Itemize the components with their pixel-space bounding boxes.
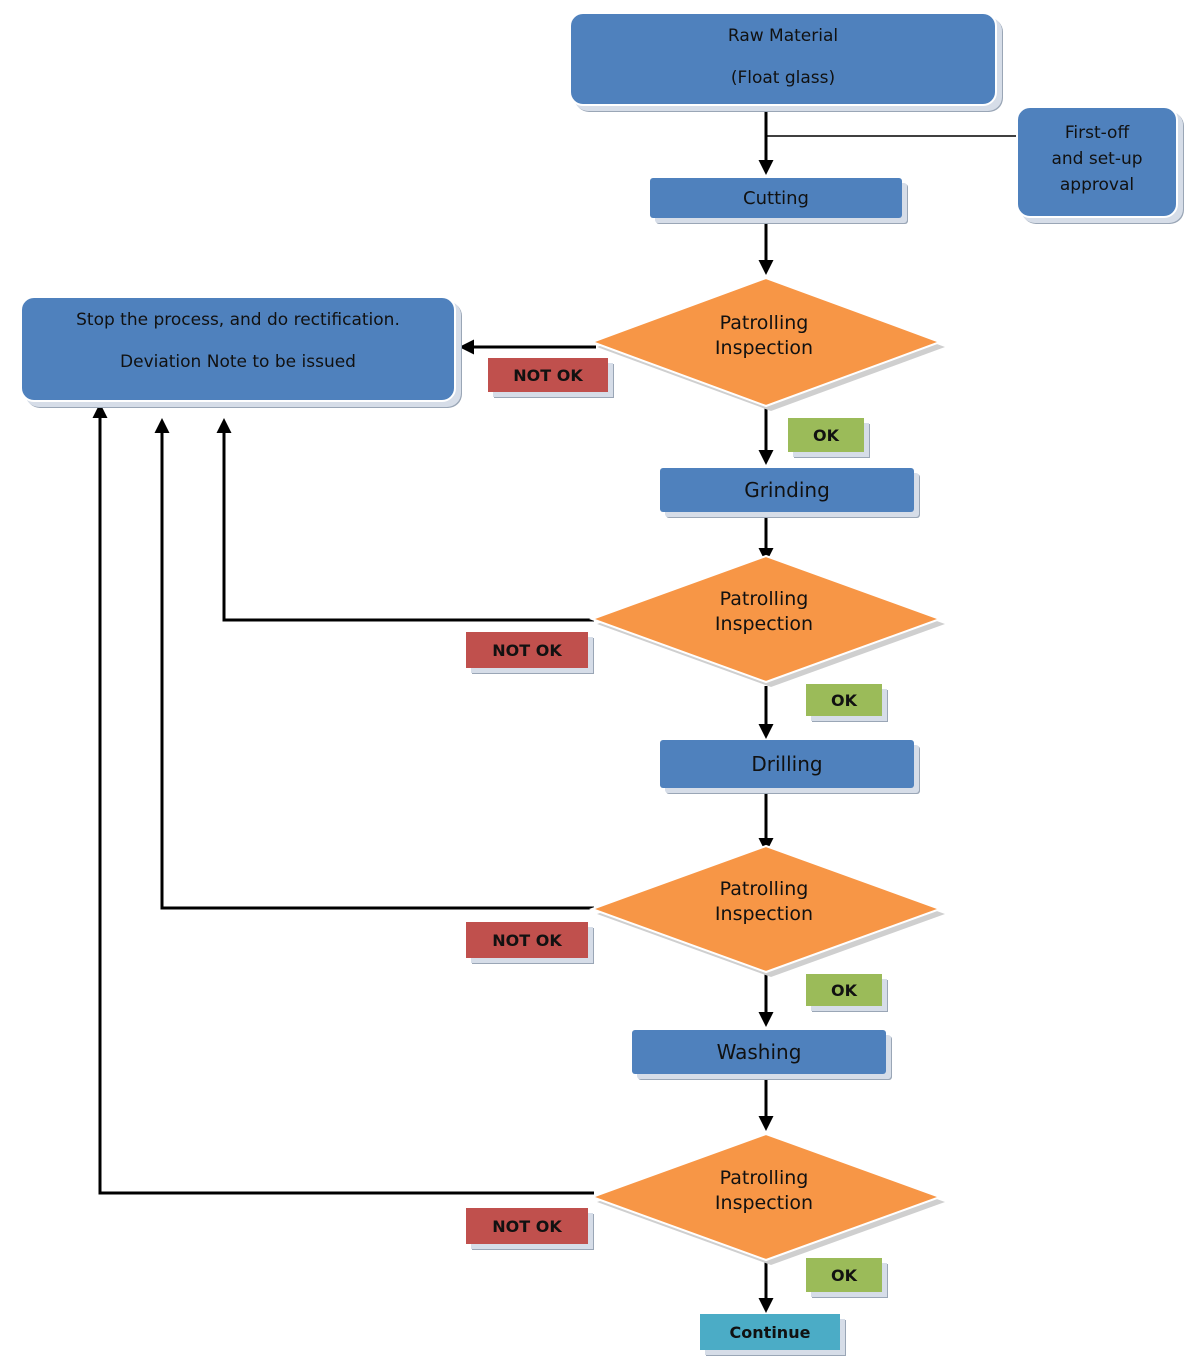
ok-tag: OK (788, 418, 864, 452)
cutting-step: Cutting (650, 178, 902, 218)
first-off-line2: and set-up (1051, 149, 1143, 169)
stop-process-line1: Stop the process, and do rectification. (76, 310, 400, 330)
not-ok-tag: NOT OK (466, 1208, 588, 1244)
inspection-diamond (589, 554, 943, 684)
raw-material-sublabel: (Float glass) (730, 68, 836, 88)
inspection-label-line2: Inspection (714, 337, 814, 359)
ok-tag: OK (806, 1258, 882, 1292)
inspection-label-line2: Inspection (714, 903, 814, 925)
inspection-label-line2: Inspection (714, 1192, 814, 1214)
washing-label: Washing (716, 1040, 802, 1064)
cutting-label: Cutting (743, 187, 809, 209)
first-off-line1: First-off (1064, 123, 1130, 143)
not-ok-tag: NOT OK (466, 632, 588, 668)
drilling-step: Drilling (660, 740, 914, 788)
inspection-diamond (589, 1132, 943, 1262)
inspection-label: Patrolling Inspection (664, 587, 864, 637)
inspection-label-line1: Patrolling (719, 312, 809, 334)
stop-process-box: Stop the process, and do rectification. … (20, 296, 456, 402)
continue-box: Continue (700, 1314, 840, 1350)
drilling-label: Drilling (751, 752, 823, 776)
inspection-label: Patrolling Inspection (664, 877, 864, 927)
grinding-label: Grinding (744, 478, 830, 502)
ok-tag: OK (806, 974, 882, 1006)
grinding-step: Grinding (660, 468, 914, 512)
washing-step: Washing (632, 1030, 886, 1074)
not-ok-tag: NOT OK (488, 358, 608, 392)
inspection-label-line1: Patrolling (719, 588, 809, 610)
stop-process-line2: Deviation Note to be issued (120, 352, 356, 372)
inspection-label-line1: Patrolling (719, 878, 809, 900)
inspection-diamond (589, 276, 943, 408)
first-off-box: First-off and set-up approval (1016, 106, 1178, 218)
arrow-insp2-not-ok (216, 418, 594, 622)
raw-material-box: Raw Material (Float glass) (569, 12, 997, 106)
inspection-diamond (589, 844, 943, 974)
inspection-label-line1: Patrolling (719, 1167, 809, 1189)
first-off-line3: approval (1059, 175, 1135, 195)
inspection-label: Patrolling Inspection (664, 311, 864, 361)
raw-material-label: Raw Material (727, 26, 839, 46)
arrow-insp4-not-ok (92, 403, 594, 1195)
arrow-insp3-not-ok (154, 418, 594, 910)
inspection-label-line2: Inspection (714, 613, 814, 635)
not-ok-tag: NOT OK (466, 922, 588, 958)
inspection-label: Patrolling Inspection (664, 1166, 864, 1216)
ok-tag: OK (806, 684, 882, 716)
